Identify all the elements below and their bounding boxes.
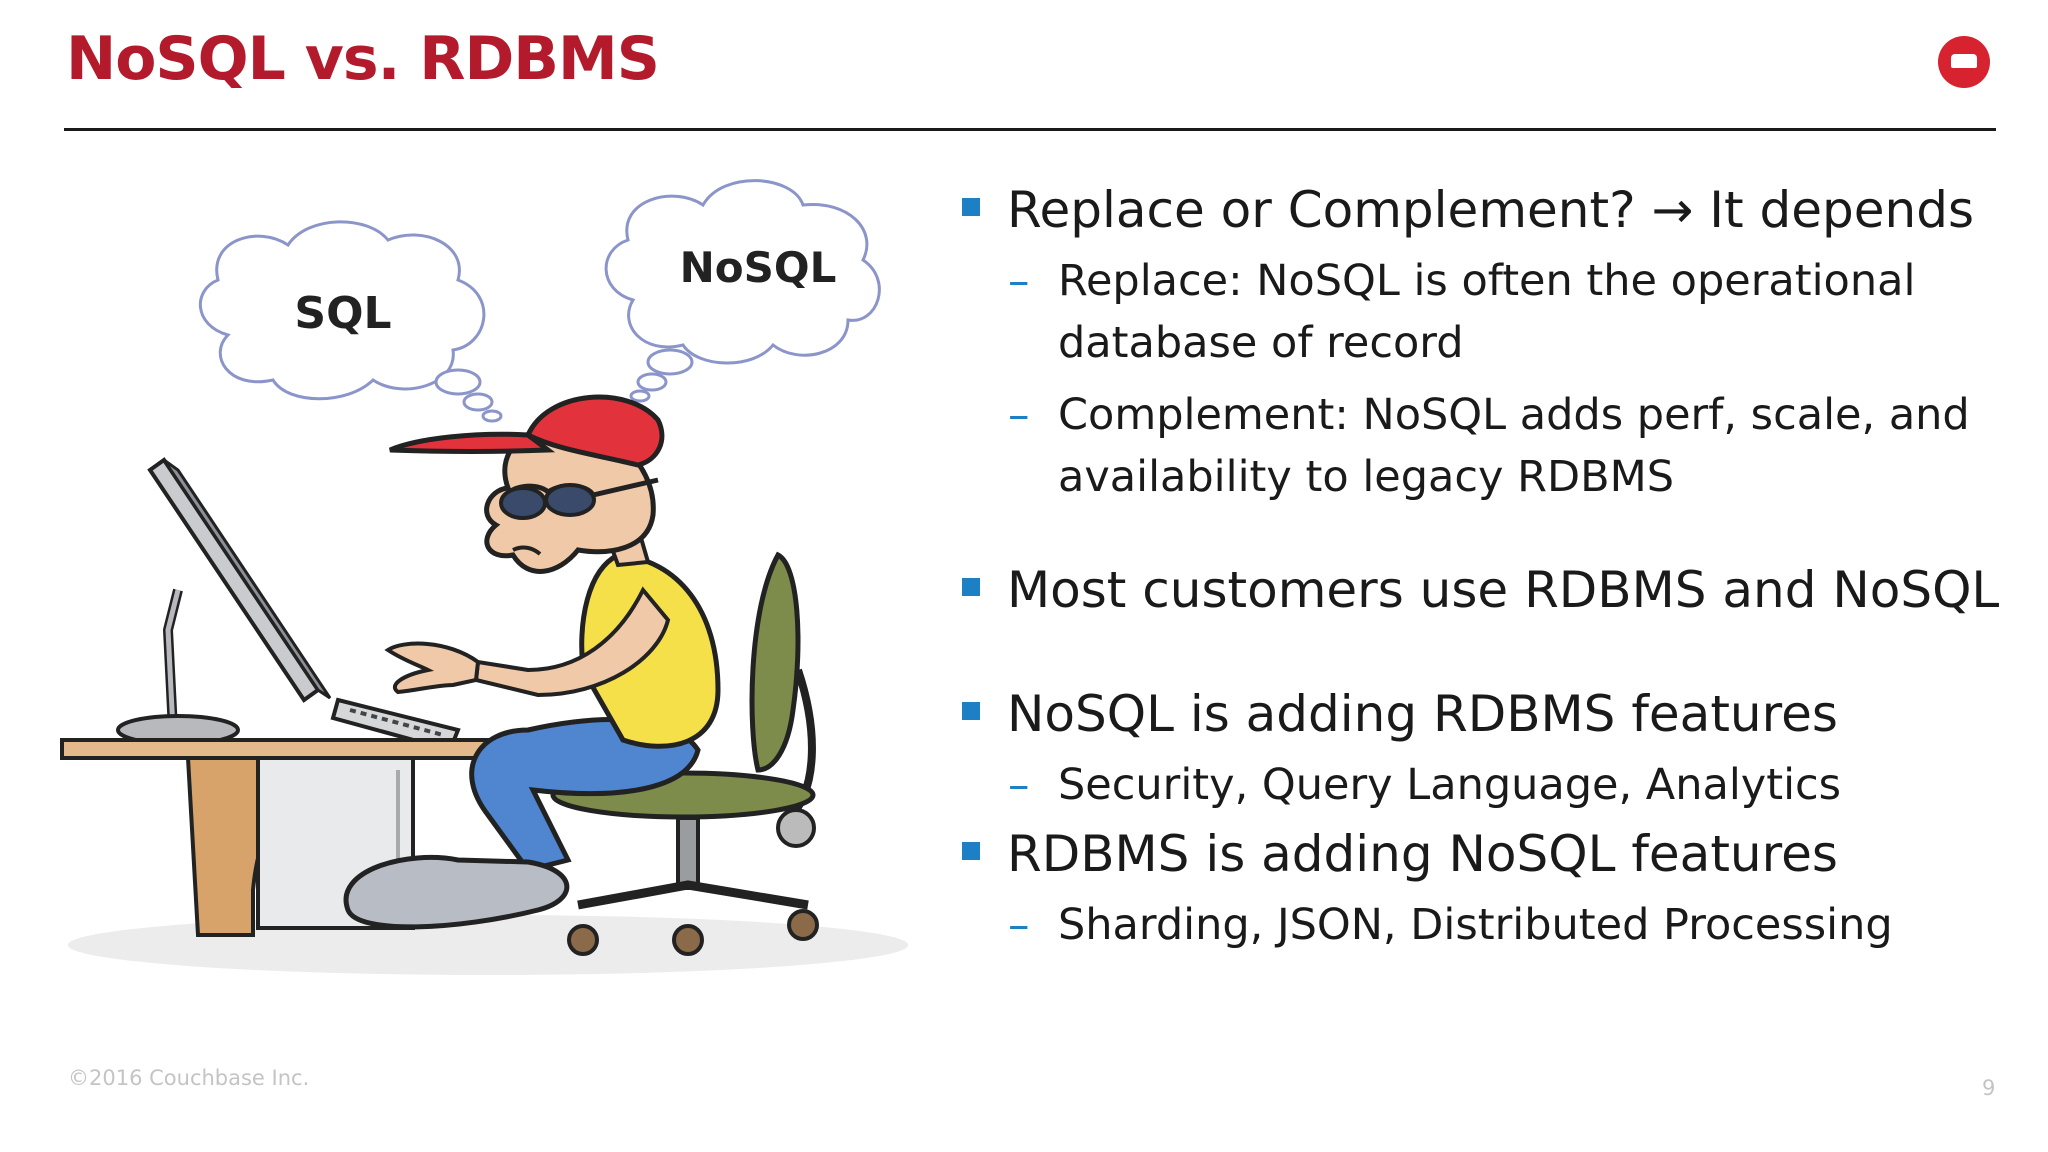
sql-cloud-label: SQL (294, 288, 391, 339)
sub-bullet-text: Security, Query Language, Analytics (1058, 760, 1842, 810)
dash-bullet-icon: – (1008, 390, 1030, 440)
sql-thought-cloud: SQL (199, 220, 503, 423)
desk (60, 738, 510, 937)
square-bullet-icon (962, 198, 980, 216)
floor-shadow (68, 915, 908, 975)
sub-bullet-text: Sharding, JSON, Distributed Processing (1058, 900, 1893, 950)
sub-bullet-item: – Sharding, JSON, Distributed Processing (960, 894, 2010, 956)
sub-bullet-item: – Security, Query Language, Analytics (960, 754, 2010, 816)
couchbase-logo-icon (1938, 36, 1990, 88)
monitor (116, 457, 332, 746)
dash-bullet-icon: – (1008, 900, 1030, 950)
office-chair (550, 551, 819, 956)
bullet-item: NoSQL is adding RDBMS features (960, 684, 2010, 744)
bullet-text: Replace or Complement? → It depends (1007, 181, 1975, 239)
developer-person (343, 394, 721, 930)
square-bullet-icon (962, 578, 980, 596)
sub-bullet-text: Replace: NoSQL is often the operational … (1058, 256, 1916, 368)
bullet-item: Most customers use RDBMS and NoSQL (960, 560, 2010, 620)
copyright-footer: ©2016 Couchbase Inc. (68, 1066, 310, 1090)
square-bullet-icon (962, 842, 980, 860)
bullet-text: RDBMS is adding NoSQL features (1007, 825, 1838, 883)
sub-bullet-item: – Complement: NoSQL adds perf, scale, an… (960, 384, 2010, 508)
sub-bullet-item: – Replace: NoSQL is often the operationa… (960, 250, 2010, 374)
bullet-item: Replace or Complement? → It depends (960, 180, 2010, 240)
bullet-list: Replace or Complement? → It depends – Re… (960, 180, 2010, 956)
dash-bullet-icon: – (1008, 760, 1030, 810)
dash-bullet-icon: – (1008, 256, 1030, 306)
bullet-text: NoSQL is adding RDBMS features (1007, 685, 1838, 743)
title-divider (64, 128, 1996, 131)
bullet-item: RDBMS is adding NoSQL features (960, 824, 2010, 884)
bullet-text: Most customers use RDBMS and NoSQL (1007, 561, 2000, 619)
developer-illustration: SQL NoSQL (60, 179, 908, 975)
sub-bullet-text: Complement: NoSQL adds perf, scale, and … (1058, 390, 1970, 502)
page-number: 9 (1982, 1076, 1996, 1100)
square-bullet-icon (962, 702, 980, 720)
nosql-thought-cloud: NoSQL (604, 179, 881, 403)
nosql-cloud-label: NoSQL (680, 243, 837, 292)
slide-title: NoSQL vs. RDBMS (66, 24, 660, 94)
